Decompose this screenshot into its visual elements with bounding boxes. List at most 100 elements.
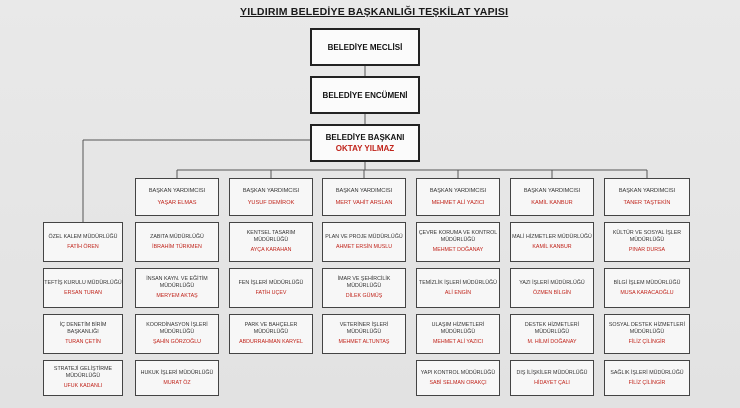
unit-box: KOORDİNASYON İŞLERİ MÜDÜRLÜĞÜ ŞAHİN GÖRZ…	[135, 314, 219, 354]
unit-box: KÜLTÜR VE SOSYAL İŞLER MÜDÜRLÜĞÜ PINAR D…	[604, 222, 690, 262]
unit-box: İNSAN KAYN. VE EĞİTİM MÜDÜRLÜĞÜ MERYEM A…	[135, 268, 219, 308]
unit-box: YAZI İŞLERİ MÜDÜRLÜĞÜ ÖZMEN BİLGİN	[510, 268, 594, 308]
vice-title: BAŞKAN YARDIMCISI	[148, 187, 206, 194]
unit-box: ÖZEL KALEM MÜDÜRLÜĞÜ FATİH ÖREN	[43, 222, 123, 262]
unit-name: TURAN ÇETİN	[65, 339, 101, 346]
unit-name: FİLİZ ÇİLİNGİR	[628, 339, 666, 346]
unit-title: BİLGİ İŞLEM MÜDÜRLÜĞÜ	[613, 279, 681, 286]
unit-name: İBRAHİM TÜRKMEN	[152, 244, 202, 250]
unit-name: FATİH ÖREN	[67, 244, 99, 250]
unit-title: DESTEK HİZMETLERİ MÜDÜRLÜĞÜ	[524, 322, 580, 335]
unit-name: AYÇA KARAHAN	[250, 247, 292, 254]
unit-name: MEHMET ALİ YAZICI	[432, 339, 484, 346]
unit-name: MERYEM AKTAŞ	[156, 293, 198, 300]
unit-title: MALİ HİZMETLER MÜDÜRLÜĞÜ	[512, 233, 592, 240]
unit-name: HİDAYET ÇALI	[534, 380, 570, 386]
unit-box: PLAN VE PROJE MÜDÜRLÜĞÜ AHMET ERSİN MUSL…	[322, 222, 406, 262]
unit-name: KAMİL KANBUR	[532, 244, 572, 250]
unit-box: KENTSEL TASARIM MÜDÜRLÜĞÜ AYÇA KARAHAN	[229, 222, 313, 262]
vice-name: KAMİL KANBUR	[531, 200, 573, 206]
vice-name: MERT VAHİT ARSLAN	[335, 200, 393, 206]
unit-box: SOSYAL DESTEK HİZMETLERİ MÜDÜRLÜĞÜ FİLİZ…	[604, 314, 690, 354]
unit-box: DESTEK HİZMETLERİ MÜDÜRLÜĞÜ M. HİLMİ DOĞ…	[510, 314, 594, 354]
unit-name: UFUK KADANLI	[63, 383, 103, 390]
unit-name: MEHMET DOĞANAY	[432, 247, 484, 254]
vice-mayor-box: BAŞKAN YARDIMCISI MEHMET ALİ YAZICI	[416, 178, 500, 216]
vice-mayor-box: BAŞKAN YARDIMCISI MERT VAHİT ARSLAN	[322, 178, 406, 216]
vice-title: BAŞKAN YARDIMCISI	[335, 187, 393, 194]
vice-mayor-box: BAŞKAN YARDIMCISI YAŞAR ELMAS	[135, 178, 219, 216]
unit-box: STRATEJİ GELİŞTİRME MÜDÜRLÜĞÜ UFUK KADAN…	[43, 360, 123, 396]
unit-box: ULAŞIM HİZMETLERİ MÜDÜRLÜĞÜ MEHMET ALİ Y…	[416, 314, 500, 354]
unit-title: PARK VE BAHÇELER MÜDÜRLÜĞÜ	[244, 322, 298, 335]
box-belediye-meclisi: BELEDİYE MECLİSİ	[310, 28, 420, 66]
vice-name: TANER TAŞTEKİN	[623, 200, 671, 206]
unit-title: ULAŞIM HİZMETLERİ MÜDÜRLÜĞÜ	[431, 322, 485, 335]
unit-name: FATİH UÇEV	[255, 290, 287, 296]
chart-title: YILDIRIM BELEDİYE BAŞKANLIĞI TEŞKİLAT YA…	[240, 6, 509, 18]
unit-box: DIŞ İLİŞKİLER MÜDÜRLÜĞÜ HİDAYET ÇALI	[510, 360, 594, 396]
vice-name: MEHMET ALİ YAZICI	[431, 200, 485, 206]
unit-box: İÇ DENETİM BİRİM BAŞKANLIĞI TURAN ÇETİN	[43, 314, 123, 354]
vice-name: YAŞAR ELMAS	[157, 200, 197, 206]
box-label: BELEDİYE BAŞKANI	[325, 133, 405, 142]
unit-name: PINAR DURSA	[628, 247, 666, 254]
unit-title: ZABITA MÜDÜRLÜĞÜ	[150, 233, 204, 240]
unit-title: KOORDİNASYON İŞLERİ MÜDÜRLÜĞÜ	[146, 322, 208, 335]
unit-title: KÜLTÜR VE SOSYAL İŞLER MÜDÜRLÜĞÜ	[612, 230, 682, 243]
unit-title: FEN İŞLERİ MÜDÜRLÜĞÜ	[238, 279, 304, 286]
vice-title: BAŞKAN YARDIMCISI	[242, 187, 300, 194]
box-name: OKTAY YILMAZ	[335, 144, 395, 153]
unit-title: SAĞLIK İŞLERİ MÜDÜRLÜĞÜ	[610, 369, 684, 376]
unit-title: TEFTİŞ KURULU MÜDÜRLÜĞÜ	[44, 279, 122, 286]
box-label: BELEDİYE MECLİSİ	[327, 42, 403, 52]
unit-name: MUSA KARACAOĞLU	[620, 290, 674, 296]
box-label: BELEDİYE ENCÜMENİ	[322, 90, 408, 100]
unit-box: ÇEVRE KORUMA VE KONTROL MÜDÜRLÜĞÜ MEHMET…	[416, 222, 500, 262]
unit-name: SABİ SELMAN ORAKÇI	[429, 380, 487, 386]
unit-box: TEFTİŞ KURULU MÜDÜRLÜĞÜ ERSAN TURAN	[43, 268, 123, 308]
unit-title: İÇ DENETİM BİRİM BAŞKANLIĞI	[59, 322, 107, 335]
box-belediye-encumeni: BELEDİYE ENCÜMENİ	[310, 76, 420, 114]
unit-name: ŞAHİN GÖRZOĞLU	[153, 339, 201, 346]
unit-title: KENTSEL TASARIM MÜDÜRLÜĞÜ	[246, 230, 296, 243]
unit-name: ALİ ENGİN	[444, 290, 472, 296]
box-belediye-baskani: BELEDİYE BAŞKANI OKTAY YILMAZ	[310, 124, 420, 162]
unit-title: ÇEVRE KORUMA VE KONTROL MÜDÜRLÜĞÜ	[418, 230, 498, 243]
vice-title: BAŞKAN YARDIMCISI	[523, 187, 581, 194]
unit-title: VETERİNER İŞLERİ MÜDÜRLÜĞÜ	[339, 322, 389, 335]
unit-name: M. HİLMİ DOĞANAY	[527, 339, 577, 346]
unit-title: STRATEJİ GELİŞTİRME MÜDÜRLÜĞÜ	[53, 366, 113, 379]
unit-title: SOSYAL DESTEK HİZMETLERİ MÜDÜRLÜĞÜ	[608, 322, 686, 335]
vice-mayor-box: BAŞKAN YARDIMCISI YUSUF DEMİROK	[229, 178, 313, 216]
unit-title: YAZI İŞLERİ MÜDÜRLÜĞÜ	[519, 279, 585, 286]
unit-box: SAĞLIK İŞLERİ MÜDÜRLÜĞÜ FİLİZ ÇİLİNGİR	[604, 360, 690, 396]
unit-box: ZABITA MÜDÜRLÜĞÜ İBRAHİM TÜRKMEN	[135, 222, 219, 262]
unit-name: AHMET ERSİN MUSLU	[335, 244, 393, 250]
unit-box: İMAR VE ŞEHİRCİLİK MÜDÜRLÜĞÜ DİLEK GÜMÜŞ	[322, 268, 406, 308]
unit-title: ÖZEL KALEM MÜDÜRLÜĞÜ	[48, 233, 118, 240]
unit-box: PARK VE BAHÇELER MÜDÜRLÜĞÜ ABDURRAHMAN K…	[229, 314, 313, 354]
unit-box: FEN İŞLERİ MÜDÜRLÜĞÜ FATİH UÇEV	[229, 268, 313, 308]
unit-name: ÖZMEN BİLGİN	[533, 290, 571, 296]
unit-box: VETERİNER İŞLERİ MÜDÜRLÜĞÜ MEHMET ALTUNT…	[322, 314, 406, 354]
vice-mayor-box: BAŞKAN YARDIMCISI KAMİL KANBUR	[510, 178, 594, 216]
unit-title: DIŞ İLİŞKİLER MÜDÜRLÜĞÜ	[516, 369, 588, 376]
unit-box: TEMİZLİK İŞLERİ MÜDÜRLÜĞÜ ALİ ENGİN	[416, 268, 500, 308]
vice-title: BAŞKAN YARDIMCISI	[618, 187, 676, 194]
unit-title: İMAR VE ŞEHİRCİLİK MÜDÜRLÜĞÜ	[337, 276, 391, 289]
unit-name: FİLİZ ÇİLİNGİR	[628, 380, 666, 386]
unit-title: YAPI KONTROL MÜDÜRLÜĞÜ	[420, 369, 496, 376]
unit-name: MURAT ÖZ	[163, 380, 191, 386]
vice-name: YUSUF DEMİROK	[247, 200, 295, 206]
unit-name: MEHMET ALTUNTAŞ	[338, 339, 390, 346]
vice-mayor-box: BAŞKAN YARDIMCISI TANER TAŞTEKİN	[604, 178, 690, 216]
unit-title: TEMİZLİK İŞLERİ MÜDÜRLÜĞÜ	[419, 279, 497, 286]
unit-title: İNSAN KAYN. VE EĞİTİM MÜDÜRLÜĞÜ	[146, 276, 208, 289]
unit-box: HUKUK İŞLERİ MÜDÜRLÜĞÜ MURAT ÖZ	[135, 360, 219, 396]
vice-title: BAŞKAN YARDIMCISI	[429, 187, 487, 194]
unit-box: MALİ HİZMETLER MÜDÜRLÜĞÜ KAMİL KANBUR	[510, 222, 594, 262]
unit-name: DİLEK GÜMÜŞ	[345, 293, 383, 300]
unit-box: BİLGİ İŞLEM MÜDÜRLÜĞÜ MUSA KARACAOĞLU	[604, 268, 690, 308]
